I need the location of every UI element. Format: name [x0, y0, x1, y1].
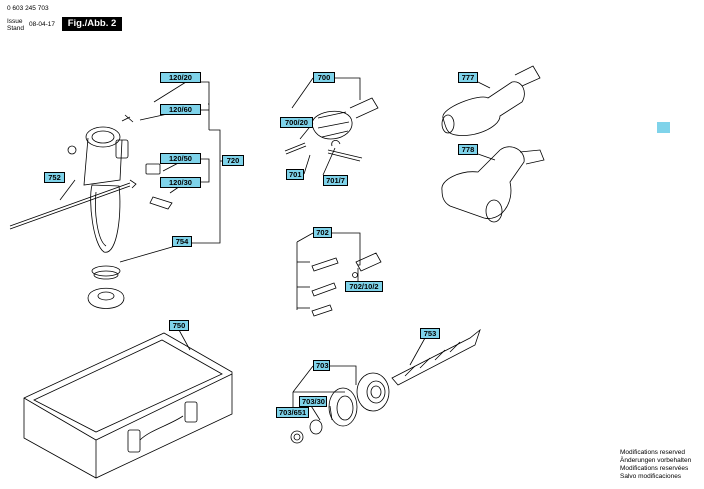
- issue-label-de: Stand: [7, 25, 24, 32]
- callout-120-50: 120/50: [160, 153, 201, 164]
- modifications-line-en: Modifications reserved: [620, 449, 686, 456]
- part-number: 0 603 245 703: [7, 5, 49, 12]
- drill-bit-drawing: [391, 328, 481, 386]
- modifications-line-de: Änderungen vorbehalten: [620, 457, 692, 464]
- callout-720: 720: [222, 155, 244, 166]
- callout-702: 702: [313, 227, 332, 238]
- angle-attachment-777: [441, 65, 541, 136]
- issue-label-en: Issue: [7, 18, 23, 25]
- modifications-line-fr: Modifications reservées: [620, 465, 689, 472]
- callout-703: 703: [313, 360, 330, 371]
- callout-120-20: 120/20: [160, 72, 201, 83]
- modifications-notice: Modifications reserved Änderungen vorbeh…: [620, 449, 691, 481]
- leader-720: [186, 129, 221, 244]
- side-handle-drawing: [9, 114, 173, 309]
- angle-attachment-778: [441, 146, 545, 223]
- leader-120-20: [201, 81, 210, 105]
- section-tab-marker: [657, 122, 670, 133]
- chuck-drawing: [284, 97, 379, 162]
- callout-120-30: 120/30: [160, 177, 201, 188]
- figure-label: Fig./Abb. 2: [62, 17, 122, 31]
- screwdriver-bits-drawing: [311, 252, 382, 317]
- carrying-case-drawing: [23, 332, 233, 479]
- callout-750: 750: [169, 320, 189, 331]
- callout-703-30: 703/30: [299, 396, 327, 407]
- callout-701: 701: [286, 169, 304, 180]
- callout-701-7: 701/7: [323, 175, 348, 186]
- callout-778: 778: [458, 144, 478, 155]
- callout-753: 753: [420, 328, 440, 339]
- callout-700: 700: [313, 72, 335, 83]
- callout-754: 754: [172, 236, 192, 247]
- modifications-line-es: Salvo modificaciones: [620, 473, 682, 480]
- callout-703-651: 703/651: [276, 407, 309, 418]
- callout-702-10-2: 702/10/2: [345, 281, 383, 292]
- callout-700-20: 700/20: [280, 117, 313, 128]
- callout-120-60: 120/60: [160, 104, 201, 115]
- gear-chuck-parts-drawing: [290, 372, 390, 444]
- callout-777: 777: [458, 72, 478, 83]
- callout-752: 752: [44, 172, 65, 183]
- issue-date: 08-04-17: [29, 21, 56, 28]
